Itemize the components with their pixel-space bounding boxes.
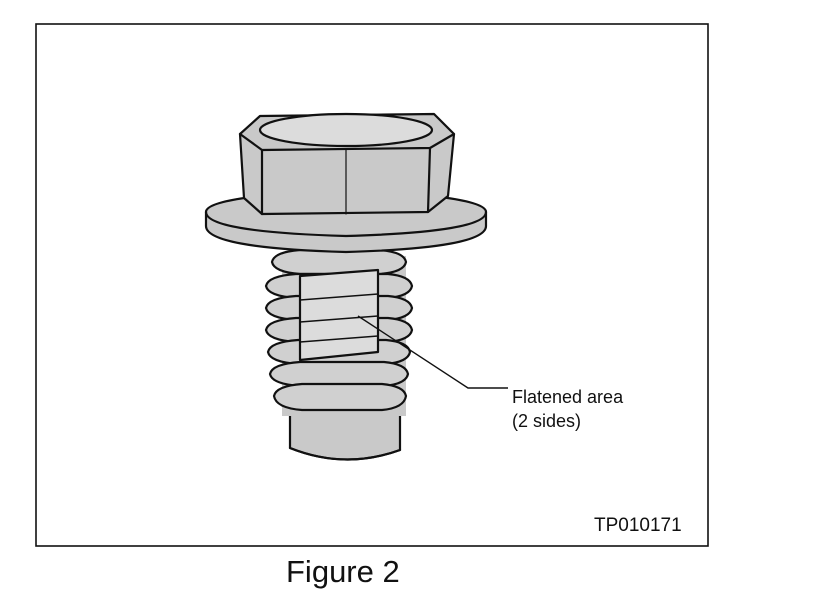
flattened-area [298, 268, 380, 362]
figure-code: TP010171 [594, 515, 682, 536]
bolt-hex-head [238, 112, 456, 216]
callout-leader-line [357, 315, 508, 389]
bolt-illustration [204, 112, 488, 461]
callout-label-line2: (2 sides) [512, 411, 581, 431]
bolt-pilot-tip [288, 410, 402, 461]
callout-label-line1: Flatened area [512, 387, 624, 407]
bolt-head-recess [258, 112, 434, 148]
figure-frame [35, 23, 709, 547]
figure-caption: Figure 2 [286, 554, 400, 589]
